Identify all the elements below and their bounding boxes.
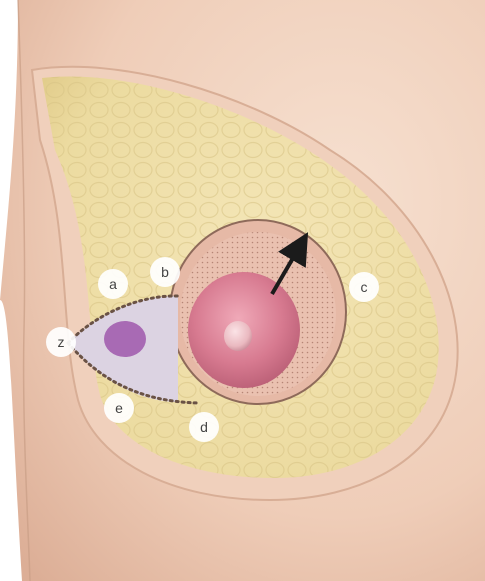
label-e: e <box>104 393 134 423</box>
label-c-text: c <box>361 279 368 295</box>
label-c: c <box>349 272 379 302</box>
label-a-text: a <box>109 276 117 292</box>
label-e-text: e <box>115 400 123 416</box>
nipple-papilla <box>224 321 252 351</box>
label-b: b <box>150 257 180 287</box>
label-d-text: d <box>200 419 208 435</box>
label-d: d <box>189 412 219 442</box>
label-a: a <box>98 269 128 299</box>
lesion <box>104 321 146 357</box>
label-b-text: b <box>161 264 169 280</box>
label-z-text: z <box>58 334 65 350</box>
label-z: z <box>46 327 76 357</box>
